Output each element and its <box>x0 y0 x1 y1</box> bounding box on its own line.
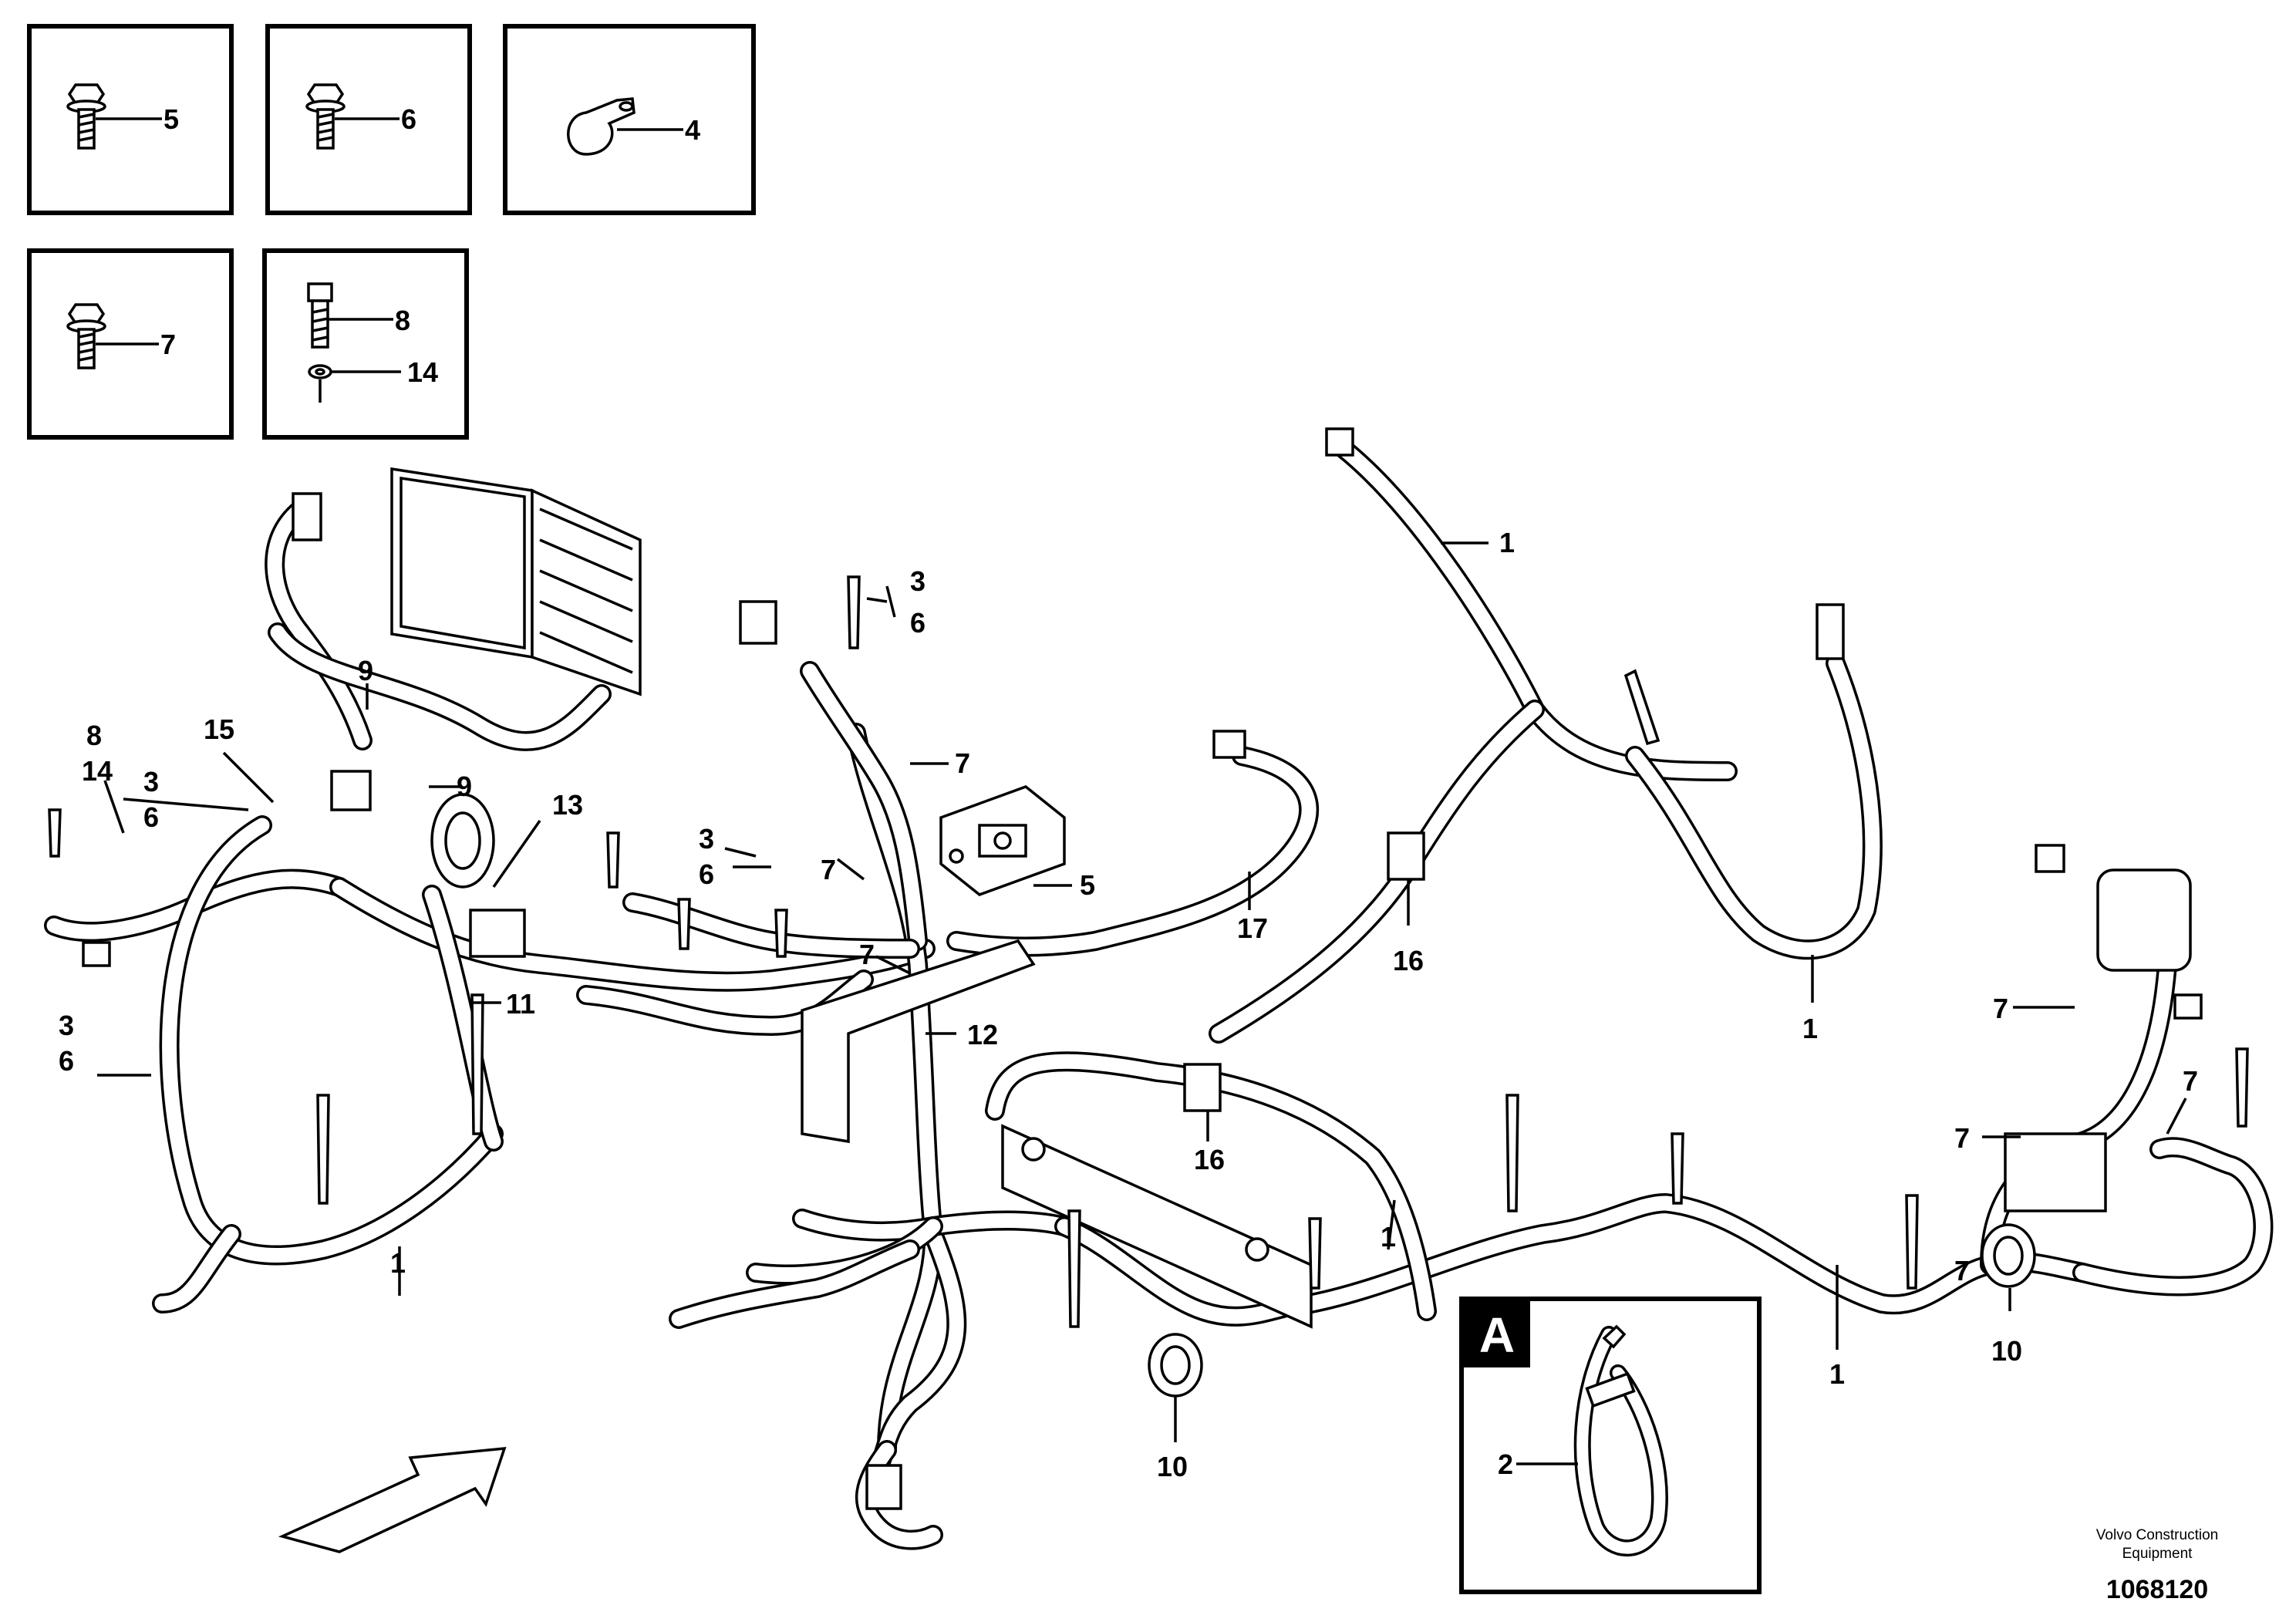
connector-3-6-upper <box>739 600 777 645</box>
drawing-number: 1068120 <box>2106 1575 2208 1604</box>
detail-box-clamp-4: 4 <box>503 24 756 215</box>
callout-8: 8 <box>395 305 410 336</box>
cable-tie-icon <box>1573 1324 1668 1556</box>
callout-4: 4 <box>685 114 700 146</box>
callout-7: 7 <box>955 747 970 779</box>
relay-block <box>939 785 1066 896</box>
callout-7: 7 <box>821 854 836 885</box>
flange-bolt-icon <box>305 83 346 150</box>
callout-14: 14 <box>407 356 438 388</box>
connector-bottom <box>865 1464 902 1510</box>
leader-lines <box>97 541 2187 1442</box>
rear-light-unit <box>2004 868 2203 1212</box>
callout-3: 3 <box>59 1010 74 1041</box>
clip-16-upper <box>1387 831 1425 881</box>
callout-16: 16 <box>1194 1144 1225 1175</box>
grommet-10-center <box>1148 1333 1203 1398</box>
ground-stud <box>82 941 111 967</box>
hex-bolt-icon <box>307 282 333 349</box>
detail-a-cable-tie: A 2 <box>1459 1297 1762 1594</box>
callout-14: 14 <box>82 755 113 787</box>
callout-labels: 1 1 1 1 1 3 6 7 5 12 17 16 16 10 10 7 7 … <box>59 527 2198 1482</box>
footer: Volvo Construction Equipment 1068120 <box>2096 1527 2218 1604</box>
callout-1: 1 <box>1499 527 1515 558</box>
callout-7: 7 <box>859 939 875 970</box>
connector-ecu <box>292 492 322 541</box>
washer-icon <box>308 364 332 379</box>
callout-7: 7 <box>160 329 176 360</box>
company-name-line2: Equipment <box>2122 1546 2193 1562</box>
connector-top-right <box>1816 603 1845 660</box>
grommet-10-right <box>1981 1223 2036 1288</box>
callout-1: 1 <box>390 1247 406 1279</box>
p-clamp-icon <box>567 97 636 156</box>
callout-1: 1 <box>1829 1358 1845 1390</box>
callout-8: 8 <box>86 720 102 751</box>
callout-6: 6 <box>401 103 416 135</box>
harness-cables <box>44 437 2274 1550</box>
callout-9: 9 <box>358 655 373 686</box>
callout-5: 5 <box>1080 869 1095 901</box>
callout-3: 3 <box>910 565 925 597</box>
callout-2: 2 <box>1498 1448 1513 1480</box>
connector-17 <box>1212 730 1246 759</box>
detail-a-tab <box>1464 1301 1530 1367</box>
front-direction-arrow-icon <box>278 1446 507 1553</box>
mounting-bracket <box>801 939 1313 1329</box>
detail-box-bolt-6: 6 <box>265 24 472 215</box>
detail-box-bolt-8-washer-14: 8 14 <box>262 248 469 440</box>
callout-7: 7 <box>1954 1255 1970 1286</box>
callout-3: 3 <box>143 766 159 798</box>
callout-6: 6 <box>699 858 714 890</box>
company-name: Volvo Construction <box>2096 1527 2218 1543</box>
callout-1: 1 <box>1802 1013 1818 1044</box>
callout-13: 13 <box>552 789 583 821</box>
callout-6: 6 <box>910 607 925 639</box>
flange-bolt-icon <box>66 303 106 369</box>
connector-top <box>1325 427 1354 457</box>
sensor-housing-left <box>330 770 526 958</box>
connector-rear <box>2035 844 2065 873</box>
callout-6: 6 <box>143 801 159 833</box>
detail-box-bolt-7: 7 <box>27 248 234 440</box>
callout-10: 10 <box>1991 1335 2022 1367</box>
callout-7: 7 <box>2183 1065 2198 1097</box>
callout-12: 12 <box>967 1019 998 1050</box>
detail-a-label: A <box>1479 1307 1515 1363</box>
harness-components <box>48 427 2249 1510</box>
callout-7: 7 <box>1993 993 2008 1024</box>
clip-16-lower <box>1183 1063 1222 1112</box>
callout-16: 16 <box>1393 945 1424 976</box>
cable-ties <box>48 575 2249 1328</box>
callout-11: 11 <box>506 988 535 1020</box>
callout-7: 7 <box>1954 1122 1970 1154</box>
callout-1: 1 <box>1381 1221 1396 1253</box>
callout-17: 17 <box>1237 912 1268 944</box>
ecu-control-unit <box>390 467 642 696</box>
callout-3: 3 <box>699 823 714 855</box>
detail-box-bolt-5: 5 <box>27 24 234 215</box>
flange-bolt-icon <box>66 83 106 150</box>
callout-6: 6 <box>59 1045 74 1077</box>
callout-10: 10 <box>1157 1451 1188 1482</box>
callout-15: 15 <box>204 713 234 745</box>
callout-5: 5 <box>164 103 179 135</box>
callout-9: 9 <box>457 771 472 802</box>
